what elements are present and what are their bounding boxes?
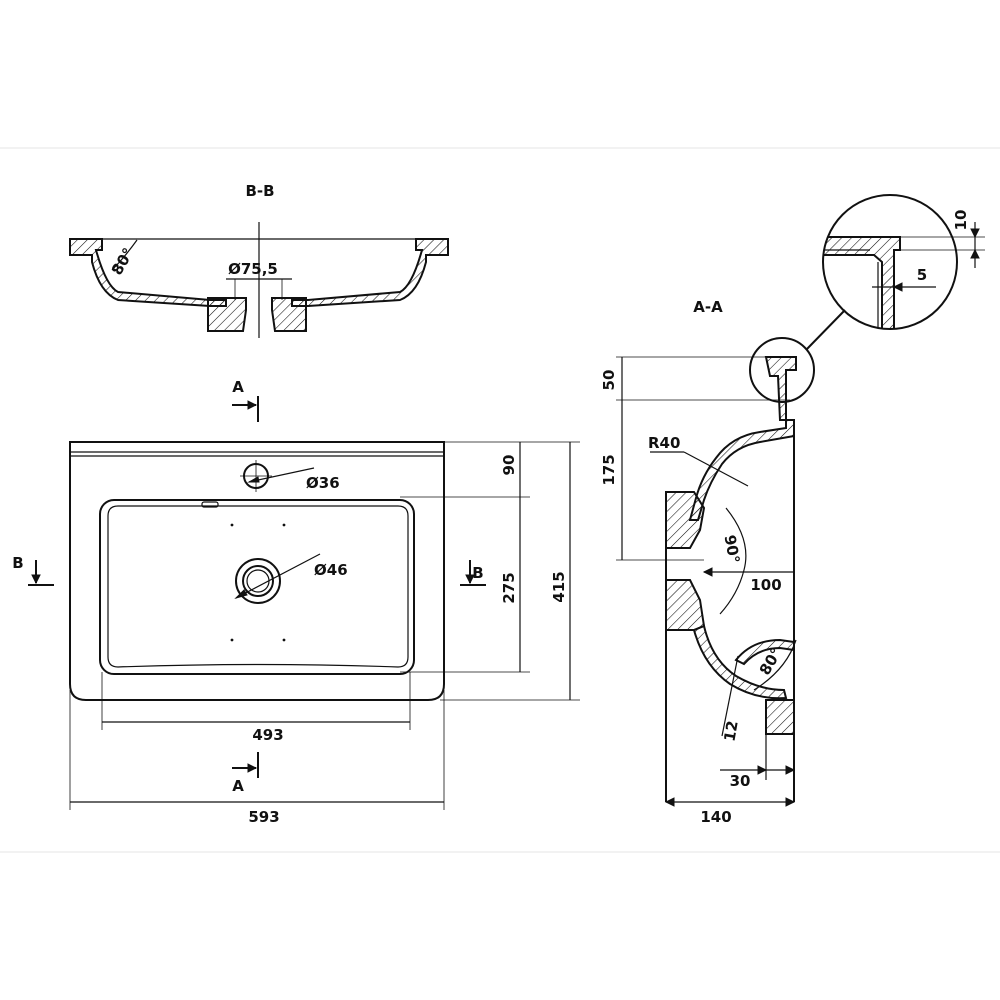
section-aa-front-block-lower bbox=[665, 579, 706, 631]
dim-10-arrow-top bbox=[970, 228, 980, 239]
tap-hole-leader-arrow bbox=[247, 476, 260, 483]
section-aa-title: A-A bbox=[693, 298, 723, 316]
section-aa-back-rim bbox=[764, 356, 797, 421]
section-aa-upper-wall bbox=[688, 419, 795, 521]
detail-marker-circle bbox=[749, 337, 815, 403]
cut-a-top-label: A bbox=[232, 378, 244, 396]
cut-b-right-label: B bbox=[472, 564, 483, 582]
angle-90-arc bbox=[719, 507, 747, 615]
dim-140-arrow-right bbox=[785, 797, 796, 807]
drain-hole-leader bbox=[235, 553, 321, 599]
dim-50-label: 50 bbox=[600, 370, 618, 391]
dim-10-label: 10 bbox=[952, 210, 970, 231]
basin-inner-rim bbox=[107, 505, 409, 668]
section-bb-left-wall bbox=[69, 238, 227, 307]
angle-90-label: 90° bbox=[721, 534, 744, 565]
dim-100-label: 100 bbox=[750, 576, 781, 594]
dim-100-arrow bbox=[702, 567, 713, 577]
dim-5-label: 5 bbox=[917, 266, 927, 284]
cut-a-bottom-label: A bbox=[232, 777, 244, 795]
marker-dot bbox=[230, 523, 234, 527]
section-aa-front-block-upper bbox=[665, 491, 706, 549]
top-view: Ø36 Ø46 A A B B 90 275 415 bbox=[12, 378, 580, 826]
dim-5-arrow bbox=[892, 282, 903, 292]
detail-leader bbox=[805, 309, 846, 351]
dim-30-label: 30 bbox=[730, 772, 751, 790]
detail-rim-section bbox=[823, 236, 901, 329]
dim-493-label: 493 bbox=[252, 726, 283, 744]
drain-hole-leader-arrow bbox=[234, 589, 248, 599]
cut-a-bottom-arrowhead bbox=[247, 763, 258, 773]
dim-12-label: 12 bbox=[720, 719, 741, 743]
dim-415-label: 415 bbox=[550, 571, 568, 602]
cut-b-right-arrowhead bbox=[465, 574, 475, 585]
section-bb-view: B-B Ø75,5 80° bbox=[69, 182, 449, 338]
dim-140-arrow-left bbox=[664, 797, 675, 807]
basin-outer-rim bbox=[99, 499, 415, 675]
dim-30-arrow-right bbox=[785, 765, 796, 775]
top-view-outline bbox=[69, 441, 445, 701]
dim-275-label: 275 bbox=[500, 572, 518, 603]
radius-leader-diag bbox=[683, 451, 749, 487]
tap-hole-leader bbox=[248, 467, 315, 483]
cut-b-left-arrowhead bbox=[31, 574, 41, 585]
tap-hole-label: Ø36 bbox=[306, 474, 340, 492]
dim-593-label: 593 bbox=[248, 808, 279, 826]
section-bb-drain-right bbox=[271, 297, 307, 332]
drain-hole-inner bbox=[246, 569, 270, 593]
cut-a-top-arrowhead bbox=[247, 400, 258, 410]
marker-dot bbox=[282, 638, 286, 642]
section-bb-drain-left bbox=[207, 297, 247, 332]
marker-dot bbox=[230, 638, 234, 642]
section-bb-drain-dia: Ø75,5 bbox=[228, 260, 278, 278]
section-bb-angle-arc bbox=[111, 239, 138, 271]
section-aa-lower-wall bbox=[692, 624, 788, 700]
marker-dot bbox=[282, 523, 286, 527]
cut-b-left-label: B bbox=[12, 554, 23, 572]
angle-80-arc bbox=[753, 639, 797, 691]
detail-view: 10 5 bbox=[822, 194, 985, 330]
section-aa-drain-block bbox=[765, 699, 795, 735]
dim-12-leader bbox=[721, 655, 739, 737]
section-bb-right-wall bbox=[291, 238, 449, 307]
section-aa-view: A-A 50 175 R40 90° bbox=[600, 298, 846, 826]
dim-140-label: 140 bbox=[700, 808, 731, 826]
drain-hole-outer bbox=[235, 558, 281, 604]
drain-hole-mid bbox=[242, 565, 274, 597]
dim-10-arrow-bottom bbox=[970, 248, 980, 259]
dim-30-arrow-left bbox=[757, 765, 768, 775]
dim-90-label: 90 bbox=[500, 455, 518, 476]
radius-label: R40 bbox=[648, 434, 680, 452]
overflow-slot bbox=[201, 501, 219, 508]
dim-175-label: 175 bbox=[600, 454, 618, 485]
section-bb-angle: 80° bbox=[108, 245, 138, 279]
drain-hole-label: Ø46 bbox=[314, 561, 348, 579]
section-bb-title: B-B bbox=[245, 182, 274, 200]
